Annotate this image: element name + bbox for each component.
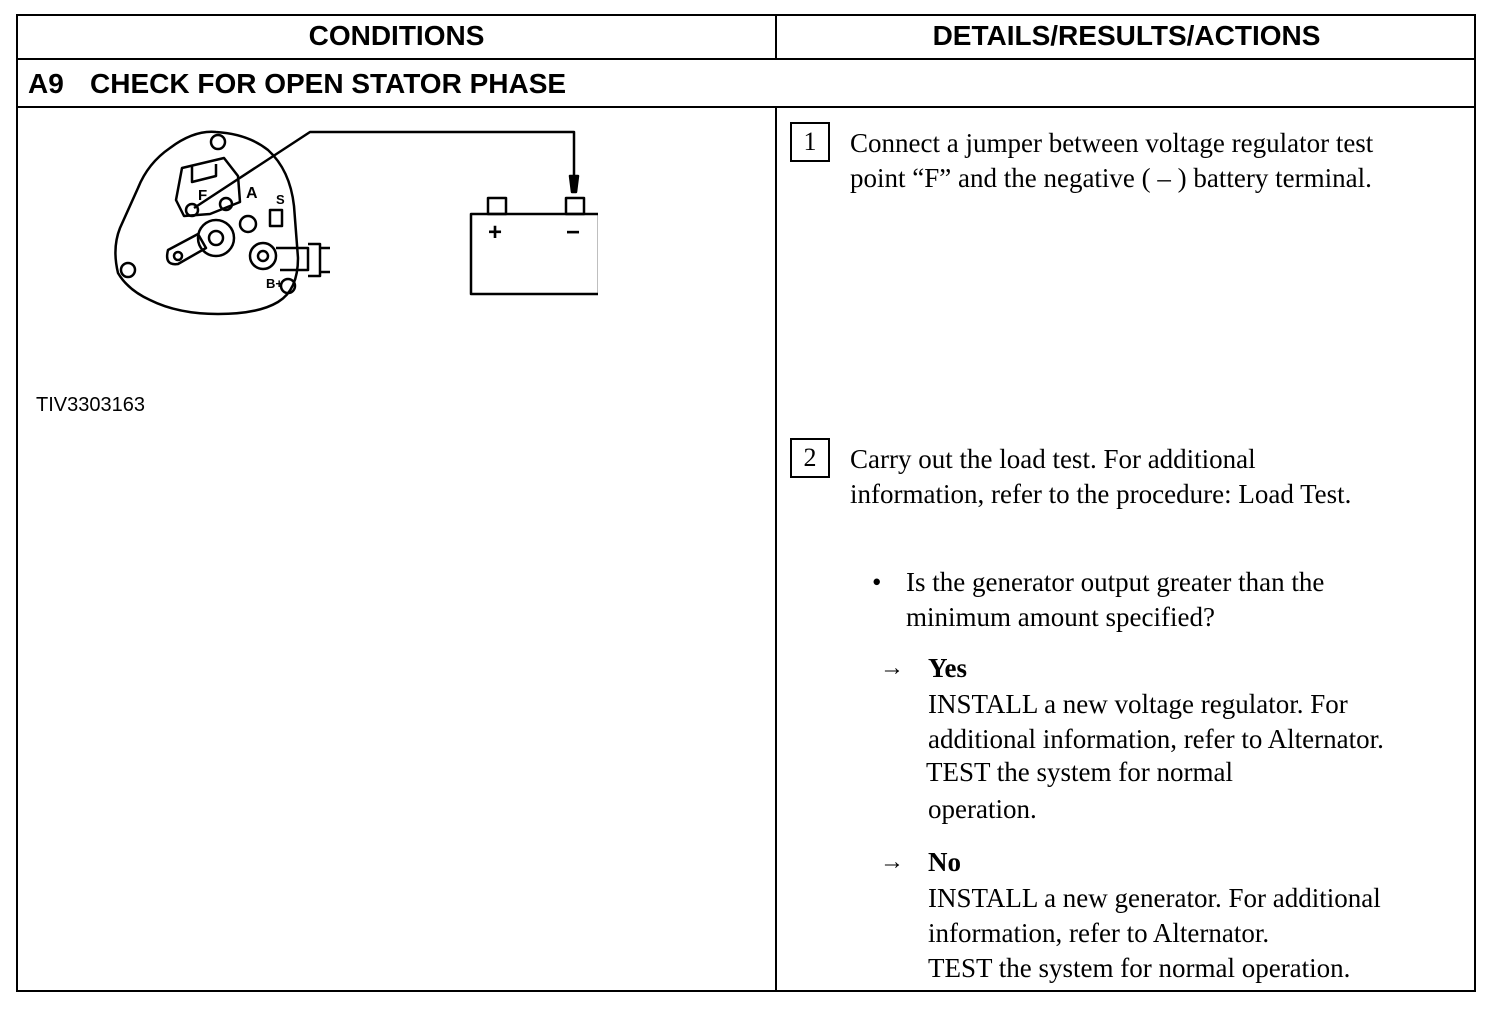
section-code: A9 <box>28 68 64 99</box>
answer-yes-line: TEST the system for normal <box>926 757 1233 787</box>
step-2-number: 2 <box>790 438 830 478</box>
label-f: F <box>198 187 207 204</box>
details-results-actions-header: DETAILS/RESULTS/ACTIONS <box>932 20 1321 51</box>
voltage-regulator <box>174 156 242 218</box>
jumper-wire <box>193 130 576 210</box>
section-title: A9 CHECK FOR OPEN STATOR PHASE <box>28 60 566 108</box>
answer-no-label: No <box>928 847 961 877</box>
battery-positive-post <box>486 196 508 216</box>
figure-reference: TIV3303163 <box>36 394 145 416</box>
section-divider <box>18 106 1474 108</box>
mount-hole-top <box>209 133 227 151</box>
answer-yes-line: operation. <box>928 794 1037 824</box>
question-text: Is the generator output greater than the… <box>906 565 1466 635</box>
bplus-stud <box>248 241 278 271</box>
battery-body <box>469 212 598 296</box>
mount-hole-right <box>279 277 297 295</box>
step-2-text: Carry out the load test. For additional … <box>850 442 1470 512</box>
step-2-line: information, refer to the procedure: Loa… <box>850 479 1352 509</box>
answer-yes-label: Yes <box>928 653 967 683</box>
step-1-line: Connect a jumper between voltage regulat… <box>850 128 1374 158</box>
terminal-s-point <box>268 208 284 228</box>
header-divider <box>18 58 1474 60</box>
label-bplus: B+ <box>266 276 283 291</box>
alternator-battery-diagram: F A S B+ + − <box>114 130 598 316</box>
label-s: S <box>276 192 285 207</box>
battery-plus-sign: + <box>488 219 502 246</box>
arrow-right-icon: → <box>880 655 904 681</box>
step-1-number: 1 <box>790 122 830 162</box>
diagnostic-table: CONDITIONS DETAILS/RESULTS/ACTIONS A9 CHE… <box>16 14 1476 992</box>
conditions-header: CONDITIONS <box>18 16 777 58</box>
column-divider <box>775 108 777 992</box>
bullet-icon: • <box>872 567 882 597</box>
label-a: A <box>246 185 258 202</box>
terminal-f-point <box>184 202 200 218</box>
answer-yes-line: INSTALL a new voltage regulator. For <box>928 689 1348 719</box>
battery-minus-sign: − <box>566 219 580 246</box>
mount-hole-left <box>119 261 137 279</box>
question-line: minimum amount specified? <box>906 602 1215 632</box>
battery-negative-post <box>564 196 586 216</box>
step-1-line: point “F” and the negative ( – ) battery… <box>850 163 1372 193</box>
answer-no-line: TEST the system for normal operation. <box>928 953 1351 983</box>
answer-yes-line: additional information, refer to Alterna… <box>928 724 1384 754</box>
step-2-line: Carry out the load test. For additional <box>850 444 1256 474</box>
rotor-shaft <box>196 218 236 258</box>
terminal-a-point <box>218 196 234 212</box>
answer-no-line: INSTALL a new generator. For additional <box>928 883 1381 913</box>
answer-no-line: information, refer to Alternator. <box>928 918 1270 948</box>
step-1-text: Connect a jumper between voltage regulat… <box>850 126 1470 196</box>
alternator-housing <box>114 130 300 316</box>
section-name: CHECK FOR OPEN STATOR PHASE <box>90 68 567 99</box>
arrow-right-icon: → <box>880 849 904 875</box>
question-line: Is the generator output greater than the <box>906 567 1325 597</box>
